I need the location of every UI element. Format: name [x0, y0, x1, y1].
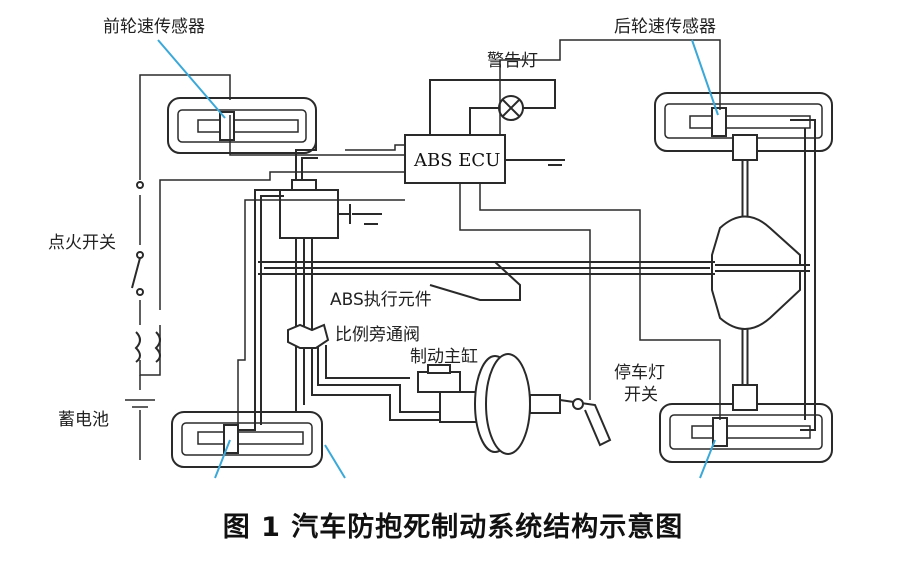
wheel-front-right	[171, 411, 323, 468]
rear-brake-lines	[264, 119, 816, 431]
master-cylinder-label: 制动主缸	[410, 346, 478, 367]
battery-label: 蓄电池	[58, 410, 109, 430]
proportion-valve-label: 比例旁通阀	[335, 325, 420, 345]
rear-axle	[711, 134, 801, 411]
abs-actuator-body	[279, 179, 382, 239]
brake-lines	[238, 140, 450, 431]
ignition-switch-symbol	[131, 181, 161, 363]
front-sensor-label: 前轮速传感器	[103, 17, 205, 37]
stop-lamp-label-line1: 停车灯	[614, 363, 665, 383]
abs-actuator-label: ABS执行元件	[330, 290, 432, 310]
warning-lamp-label: 警告灯	[487, 51, 538, 71]
abs-diagram: 前轮速传感器 后轮速传感器 警告灯 ABS ECU 点火开关 ABS执行元件 比…	[48, 17, 833, 479]
sensor-pointers	[157, 39, 719, 479]
stop-lamp-label-line2: 开关	[624, 385, 658, 405]
wheel-front-left	[167, 97, 317, 154]
abs-ecu-label: ABS ECU	[413, 150, 500, 171]
wheel-rear-right	[659, 403, 833, 463]
proportion-valve-symbol	[287, 323, 330, 349]
figure-caption: 图 1 汽车防抱死制动系统结构示意图	[222, 512, 684, 543]
wiring	[125, 39, 721, 460]
master-cylinder-booster	[417, 353, 612, 455]
abs-ecu-box	[404, 134, 506, 184]
ignition-switch-label: 点火开关	[48, 233, 116, 253]
propeller-shaft	[258, 261, 810, 301]
rear-sensor-label: 后轮速传感器	[614, 17, 716, 37]
warning-lamp-symbol	[429, 79, 556, 135]
